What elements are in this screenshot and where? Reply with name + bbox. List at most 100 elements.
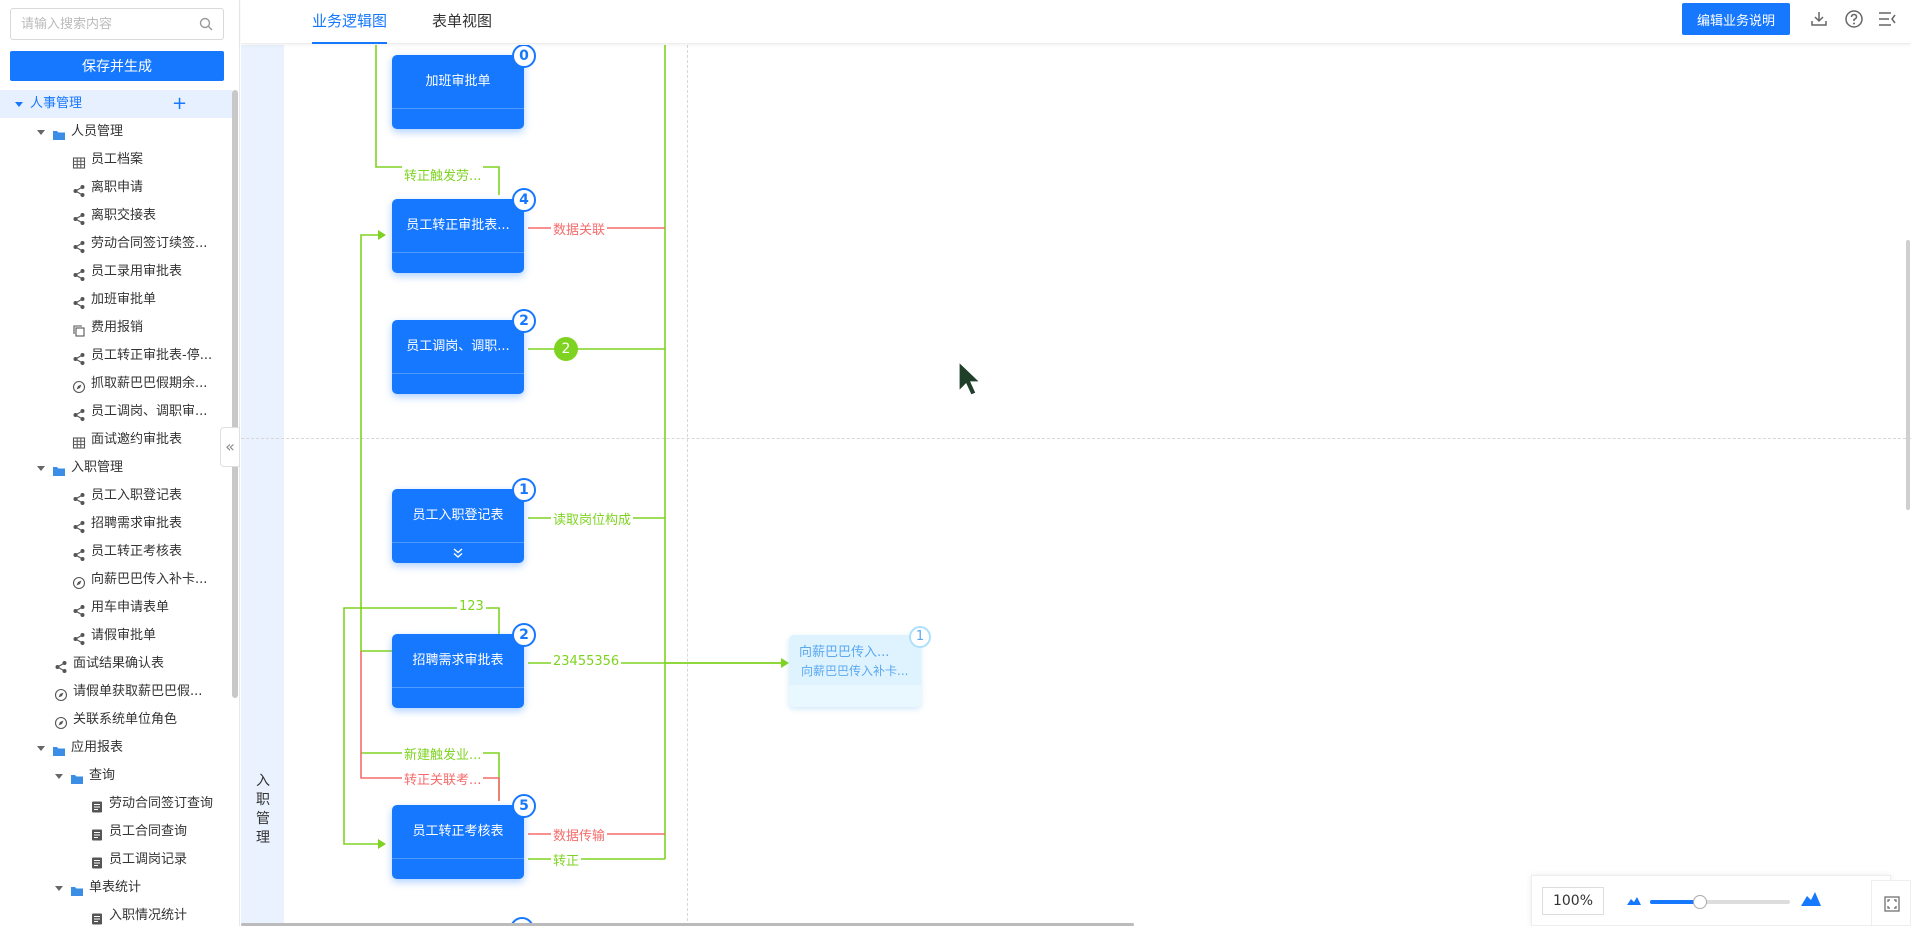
tree-item[interactable]: 面试邀约审批表 [0,426,232,454]
tree-item-label: 面试邀约审批表 [91,432,183,447]
compass-icon [54,685,68,702]
node-overtime-approval[interactable]: 加班审批单 0 [392,45,536,129]
search-input[interactable] [11,9,191,39]
tree-item[interactable]: 费用报销 [0,314,232,342]
node-regularization-assessment[interactable]: 员工转正考核表 5 [392,794,536,879]
mouse-cursor-icon [958,361,982,396]
workflow-icon [72,209,86,225]
tree-item[interactable]: 离职申请 [0,174,232,202]
tree-item[interactable]: 员工调岗、调职审... [0,398,232,426]
edge-label[interactable]: 读取岗位构成 [551,509,634,528]
node-regularization-approval[interactable]: 员工转正审批表... 4 [392,188,536,273]
tree-item[interactable]: 请假单获取薪巴巴假... [0,678,232,706]
zoom-slider[interactable] [1650,895,1790,909]
expand-button[interactable] [392,542,524,563]
edge-count-circle[interactable]: 2 [554,337,578,361]
tree-item[interactable]: 招聘需求审批表 [0,510,232,538]
tree-item[interactable]: 面试结果确认表 [0,650,232,678]
tree-item[interactable]: 人事管理+ [0,90,232,118]
swimlane-label-char: 理 [256,830,270,846]
tree-item-label: 员工合同查询 [109,824,188,839]
edge-label[interactable]: 数据关联 [551,219,608,238]
tree-item-label: 用车申请表单 [91,600,170,615]
tree-item[interactable]: 入职管理 [0,454,232,482]
tree-item[interactable]: 加班审批单 [0,286,232,314]
node-recruitment-approval[interactable]: 招聘需求审批表 2 [392,623,536,708]
tab-form-view[interactable]: 表单视图 [432,12,493,30]
tree-item[interactable]: 用车申请表单 [0,594,232,622]
tree-item[interactable]: 向薪巴巴传入补卡... [0,566,232,594]
tab-business-logic[interactable]: 业务逻辑图 [312,0,388,44]
edge-label[interactable]: 123 [457,599,486,614]
workflow-icon [72,489,86,505]
search-icon[interactable] [199,17,213,31]
tree-item[interactable]: 抓取薪巴巴假期余... [0,370,232,398]
tree-item[interactable]: 入职情况统计 [0,902,232,926]
caret-down-icon[interactable] [36,743,46,753]
workflow-icon [72,349,86,365]
canvas-vertical-scrollbar[interactable] [1906,240,1910,510]
tree-item-label: 应用报表 [71,740,124,755]
tree-item[interactable]: 劳动合同签订续签... [0,230,232,258]
tree-item[interactable]: 员工档案 [0,146,232,174]
node-badge: 5 [512,794,536,818]
save-and-generate-button[interactable]: 保存并生成 [10,51,224,81]
report-icon [90,797,104,813]
tree-item[interactable]: 劳动合同签订查询 [0,790,232,818]
tree-item[interactable]: 员工转正审批表-停... [0,342,232,370]
zoom-in-icon[interactable] [1800,888,1822,908]
zoom-slider-handle[interactable] [1693,895,1708,909]
menu-collapse-icon[interactable] [1877,9,1897,29]
caret-down-icon[interactable] [36,127,46,137]
node-title: 员工入职登记表 [412,508,504,523]
tree-item[interactable]: 应用报表 [0,734,232,762]
caret-down-icon[interactable] [54,883,64,893]
ghost-node-footer [789,685,921,707]
edge-label[interactable]: 转正 [551,850,582,869]
canvas-horizontal-scrollbar[interactable] [241,923,1134,926]
edge-label[interactable]: 数据传输 [551,825,608,844]
tree-item[interactable]: 单表统计 [0,874,232,902]
node-transfer-approval[interactable]: 员工调岗、调职... 2 [392,309,536,394]
tree-item[interactable]: 请假审批单 [0,622,232,650]
edge-label[interactable]: 转正关联考... [402,769,484,788]
node-onboarding-register[interactable]: 员工入职登记表 1 [392,478,536,563]
zoom-out-icon[interactable] [1626,893,1642,907]
zoom-value[interactable]: 100% [1542,887,1604,915]
help-icon[interactable] [1844,9,1864,29]
tree-item[interactable]: 员工调岗记录 [0,846,232,874]
caret-down-icon[interactable] [14,99,24,109]
node-ghost-xinbaba[interactable]: 向薪巴巴传入... 向薪巴巴传入补卡... 1 [789,626,931,707]
tree-item[interactable]: 关联系统单位角色 [0,706,232,734]
caret-down-icon[interactable] [54,771,64,781]
tree-item[interactable]: 人员管理 [0,118,232,146]
double-chevron-down-icon [453,548,463,558]
fit-view-button[interactable] [1871,880,1911,926]
node-footer [392,858,524,879]
edit-business-description-button[interactable]: 编辑业务说明 [1682,3,1790,35]
tree-item-label: 请假单获取薪巴巴假... [73,684,203,699]
edge-label[interactable]: 转正触发劳... [402,165,484,184]
tree-item[interactable]: 查询 [0,762,232,790]
caret-down-icon[interactable] [36,463,46,473]
tree-item[interactable]: 离职交接表 [0,202,232,230]
tree-item-label: 员工转正审批表-停... [91,348,213,363]
tree-item[interactable]: 员工录用审批表 [0,258,232,286]
copy-icon [72,321,86,337]
edge-label[interactable]: 新建触发业... [402,744,484,763]
diagram-canvas[interactable]: 入职管理 [241,45,1911,926]
tree-item[interactable]: 员工转正考核表 [0,538,232,566]
sidebar-scrollbar[interactable] [232,90,238,698]
node-badge: 0 [512,45,536,68]
edge-label[interactable]: 23455356 [551,654,622,669]
node-title: 员工转正审批表... [406,218,510,233]
edges-layer [343,45,789,860]
fit-screen-icon [1884,896,1900,912]
collapse-sidebar-button[interactable]: « [220,427,240,467]
download-icon[interactable] [1809,9,1829,29]
column-divider [687,45,688,926]
workflow-icon [72,405,86,421]
add-icon[interactable]: + [172,93,188,114]
tree-item[interactable]: 员工合同查询 [0,818,232,846]
tree-item[interactable]: 员工入职登记表 [0,482,232,510]
